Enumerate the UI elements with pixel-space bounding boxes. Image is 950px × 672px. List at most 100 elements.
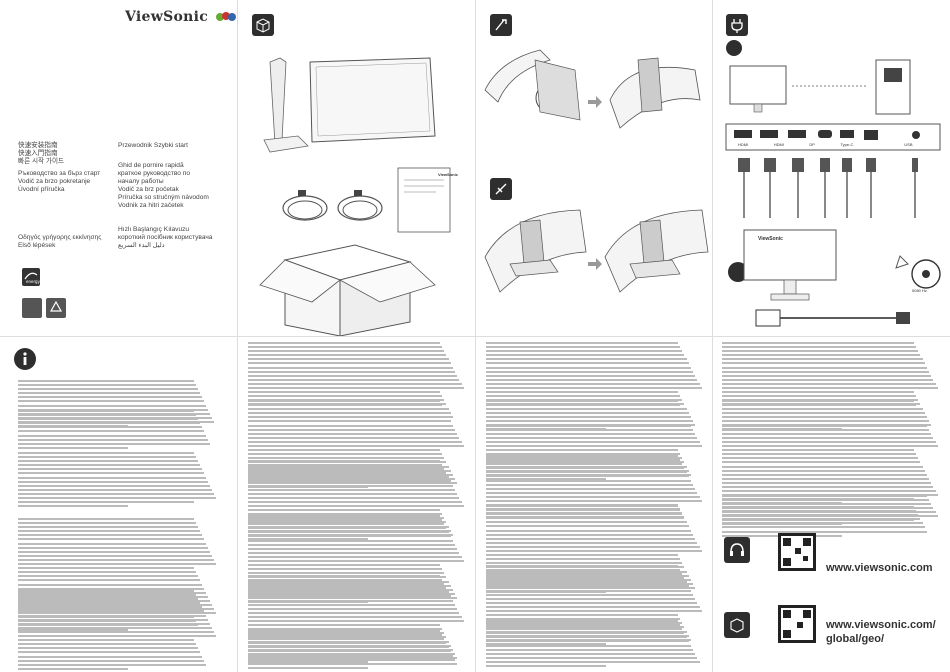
fine-print-block [722, 506, 940, 539]
text-line [18, 388, 198, 391]
text-line [248, 395, 443, 398]
text-line [248, 624, 440, 627]
text-line [18, 492, 214, 495]
text-line [486, 354, 685, 357]
port-label: Type-C [840, 142, 854, 147]
text-line [18, 505, 128, 508]
text-line [248, 634, 443, 637]
text-line [248, 648, 453, 651]
text-line [248, 346, 443, 349]
text-line [486, 570, 687, 573]
text-line [248, 576, 447, 579]
title-line: началу работы [118, 178, 164, 185]
geo-url[interactable]: www.viewsonic.com/ global/geo/ [826, 619, 936, 645]
text-line [722, 478, 919, 481]
text-line [248, 588, 453, 591]
text-line [248, 535, 451, 538]
text-line [486, 618, 681, 621]
text-line [486, 374, 696, 377]
text-line [248, 572, 445, 575]
text-line [486, 475, 689, 478]
text-line [248, 445, 464, 448]
port-label: USB [904, 142, 913, 147]
text-line [18, 418, 198, 421]
text-line [18, 594, 196, 597]
fine-print-block [18, 590, 218, 672]
text-line [18, 624, 198, 627]
text-line [248, 370, 456, 373]
support-url[interactable]: www.viewsonic.com [826, 562, 933, 574]
text-line [248, 600, 368, 603]
text-line [18, 554, 212, 557]
text-line [248, 636, 447, 639]
text-line [486, 537, 696, 540]
text-line [722, 490, 925, 493]
text-line [248, 432, 458, 435]
text-line [486, 590, 606, 593]
fine-print-block [486, 400, 704, 482]
text-line [18, 426, 202, 429]
text-line [722, 445, 938, 448]
text-line [248, 640, 449, 643]
text-line [486, 582, 694, 585]
text-line [248, 632, 445, 635]
divider [0, 336, 950, 337]
text-line [486, 632, 685, 635]
text-line [722, 453, 917, 456]
text-line [248, 654, 453, 657]
text-line [486, 634, 689, 637]
text-line [486, 622, 683, 625]
text-line [18, 616, 194, 619]
text-line [486, 408, 683, 411]
text-line [18, 622, 210, 625]
text-line [722, 382, 936, 385]
title-line: Első lépések [18, 242, 56, 249]
text-line [486, 638, 691, 641]
text-line [486, 545, 700, 548]
text-line [248, 615, 462, 618]
text-line [486, 465, 687, 468]
text-line [248, 481, 458, 484]
text-line [248, 382, 462, 385]
text-line [18, 446, 128, 449]
text-line [486, 370, 694, 373]
text-line [486, 479, 691, 482]
text-line [722, 506, 914, 508]
text-line [486, 648, 694, 651]
qr-code [778, 605, 816, 643]
step-badge [726, 40, 742, 56]
text-line [722, 424, 927, 427]
text-line [248, 587, 447, 590]
title-line: Vodič za brz početak [118, 186, 179, 193]
title-line: Przewodnik Szybki start [118, 142, 188, 149]
text-line [486, 342, 678, 344]
text-line [18, 583, 202, 586]
text-line [722, 404, 917, 407]
title-line: Hızlı Başlangıç Kılavuzu [118, 226, 190, 233]
text-line [722, 374, 932, 377]
text-line [248, 547, 458, 550]
text-line [18, 392, 200, 395]
text-line [722, 470, 914, 472]
text-line [486, 644, 691, 647]
text-line [18, 630, 214, 633]
text-line [486, 358, 687, 361]
text-line [248, 543, 456, 546]
text-line [248, 568, 443, 571]
text-line [722, 440, 936, 443]
text-line [18, 550, 210, 553]
text-line [486, 416, 687, 419]
text-line [722, 518, 921, 521]
text-line [486, 432, 696, 435]
text-line [486, 533, 694, 536]
text-line [248, 519, 443, 522]
text-line [248, 449, 440, 452]
text-line [248, 400, 440, 402]
globe-box-icon [724, 612, 750, 638]
text-line [722, 362, 925, 365]
text-line [722, 494, 927, 497]
text-line [722, 412, 921, 415]
text-line [722, 526, 925, 529]
text-line [722, 370, 930, 373]
title-line: 빠른 시작 가이드 [18, 158, 65, 165]
